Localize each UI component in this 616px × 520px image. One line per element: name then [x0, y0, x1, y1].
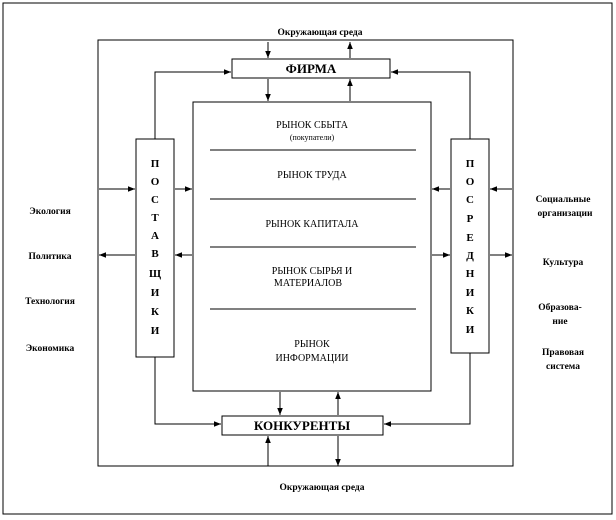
factor-technology: Технология: [25, 297, 75, 307]
factor-education-line1: Образова-: [538, 302, 582, 313]
market-capital: РЫНОК КАПИТАЛА: [265, 219, 359, 230]
intermediaries-letters: П О С Р Е Д Н И К И: [466, 158, 475, 336]
factor-politics: Политика: [28, 252, 71, 262]
market-labor: РЫНОК ТРУДА: [277, 170, 347, 181]
intermediaries-letter: П: [466, 158, 475, 170]
suppliers-letter: Щ: [149, 268, 161, 280]
intermediaries-letter: Е: [466, 232, 473, 244]
suppliers-letter: В: [151, 248, 159, 260]
suppliers-letter: С: [151, 194, 159, 206]
intermediaries-letter: И: [466, 287, 475, 299]
intermediaries-letter: Н: [466, 268, 475, 280]
environment-label-top: Окружающая среда: [278, 28, 363, 38]
suppliers-letter: А: [151, 230, 159, 242]
arrow-suppliers-to-competitors: [154, 357, 221, 427]
image-frame: [2, 2, 613, 515]
environment-label-bottom: Окружающая среда: [280, 483, 365, 493]
suppliers-letter: И: [151, 325, 160, 337]
suppliers-box: [135, 138, 175, 358]
market-info-line2: ИНФОРМАЦИИ: [275, 353, 348, 364]
factor-economics: Экономика: [26, 344, 75, 354]
factor-ecology: Экология: [29, 207, 70, 217]
market-sales: РЫНОК СБЫТА: [276, 120, 349, 131]
market-sales-buyers: (покупатели): [290, 133, 335, 142]
suppliers-letters: П О С Т А В Щ И К И: [149, 158, 161, 337]
intermediaries-letter: Д: [466, 250, 474, 262]
intermediaries-letter: К: [466, 305, 474, 317]
factor-social-line2: организации: [537, 209, 593, 219]
suppliers-letter: О: [151, 176, 160, 188]
factor-culture: Культура: [543, 258, 584, 268]
factor-social-line1: Социальные: [536, 195, 591, 205]
suppliers-letter: И: [151, 287, 160, 299]
market-raw-materials-line2: МАТЕРИАЛОВ: [274, 278, 342, 289]
competitors-box: [221, 415, 384, 436]
factor-education-line2: ние: [552, 317, 567, 327]
competitors-label: КОНКУРЕНТЫ: [254, 418, 350, 433]
suppliers-letter: П: [151, 158, 160, 170]
intermediaries-letter: И: [466, 324, 475, 336]
arrow-intermediaries-to-competitors: [384, 353, 471, 427]
intermediaries-box: [450, 138, 490, 354]
environment-boundary: [97, 39, 514, 467]
suppliers-letter: Т: [151, 212, 159, 224]
market-info-line1: РЫНОК: [294, 339, 330, 350]
intermediaries-letter: С: [466, 194, 474, 206]
factor-legal-line2: система: [546, 362, 580, 372]
firm-label: ФИРМА: [286, 61, 337, 76]
arrow-intermediaries-to-firm: [391, 69, 471, 139]
suppliers-letter: К: [151, 306, 159, 318]
firm-box: [231, 58, 391, 79]
intermediaries-letter: О: [466, 176, 475, 188]
market-raw-materials-line1: РЫНОК СЫРЬЯ И: [272, 266, 352, 277]
intermediaries-letter: Р: [467, 213, 474, 225]
factor-legal-line1: Правовая: [542, 348, 584, 358]
arrow-suppliers-to-firm: [154, 69, 231, 139]
